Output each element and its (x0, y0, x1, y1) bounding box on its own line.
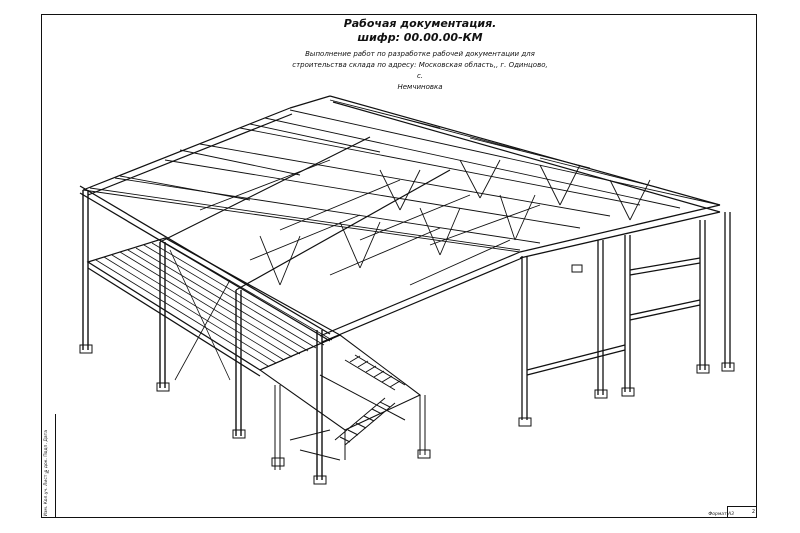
drawing-title: Рабочая документация. (343, 17, 497, 30)
roof-rafters (82, 95, 721, 343)
drawing-code: шифр: 00.00.00-КМ (357, 31, 483, 44)
mezzanine-deck (86, 237, 342, 381)
format-label: Формат А3 (708, 512, 734, 517)
roof-trusses (82, 99, 721, 286)
left-eave-beam (79, 185, 331, 342)
right-gable-wall (519, 204, 731, 420)
sheet-number: 2 (751, 509, 755, 515)
description-line-1: Выполнение работ по разработке рабочей д… (305, 50, 535, 58)
title-block: Рабочая документация. шифр: 00.00.00-КМ … (290, 17, 550, 93)
drawing-description: Выполнение работ по разработке рабочей д… (290, 49, 550, 93)
sheet-number-box (727, 506, 757, 518)
description-line-3: Немчиновка (397, 83, 443, 91)
stair-structure (258, 334, 426, 470)
sheet-frame (41, 14, 757, 518)
left-wall-columns (82, 190, 323, 480)
side-stamp: Изм. Кол.уч. Лист №док. Подп. Дата (41, 414, 56, 518)
column-bases (79, 264, 735, 485)
description-line-2: строительства склада по адресу: Московск… (292, 61, 548, 80)
